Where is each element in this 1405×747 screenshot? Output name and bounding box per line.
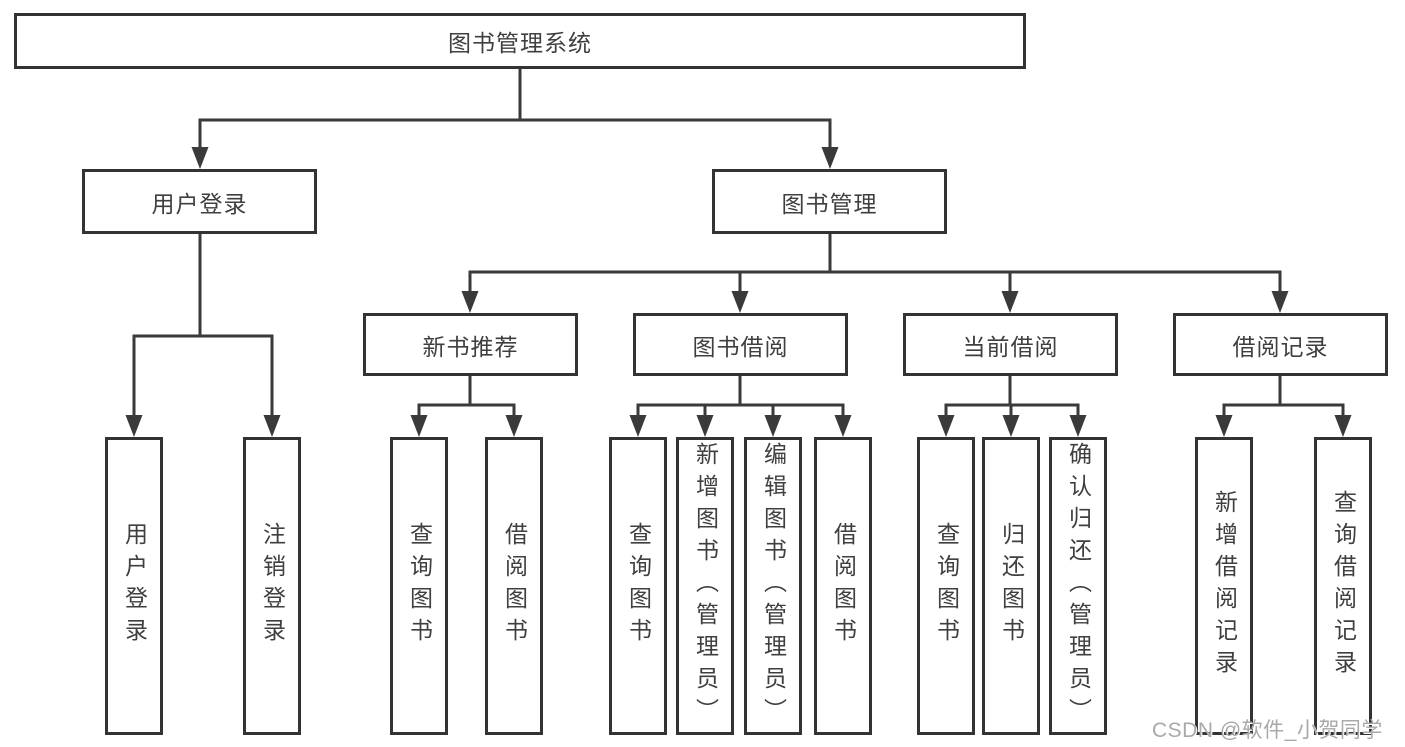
arrowhead-icon	[1271, 291, 1289, 313]
node-library-management-system: 图书管理系统	[14, 13, 1026, 69]
leaf-borrow-books: 借阅图书	[814, 437, 872, 735]
node-label: 归还图书	[998, 522, 1025, 650]
leaf-user-login: 用户登录	[105, 437, 163, 735]
node-label: 新增图书（管理员）	[692, 442, 719, 730]
node-current-borrowing: 当前借阅	[903, 313, 1118, 376]
connector	[191, 64, 839, 169]
node-label: 确认归还（管理员）	[1065, 442, 1092, 730]
connector	[1215, 372, 1352, 437]
arrowhead-icon	[191, 147, 209, 169]
connector	[125, 230, 281, 437]
node-label: 查询图书	[625, 522, 652, 650]
arrowhead-icon	[696, 415, 714, 437]
arrowhead-icon	[731, 291, 749, 313]
arrowhead-icon	[834, 415, 852, 437]
node-label: 查询图书	[933, 522, 960, 650]
node-book-borrowing: 图书借阅	[633, 313, 848, 376]
node-label: 当前借阅	[962, 333, 1059, 360]
connector	[410, 372, 523, 437]
arrowhead-icon	[1215, 415, 1233, 437]
leaf-query-books-recommend: 查询图书	[390, 437, 448, 735]
arrowhead-icon	[461, 291, 479, 313]
connector	[461, 230, 1289, 313]
node-label: 借阅图书	[501, 522, 528, 650]
leaf-add-books-admin: 新增图书（管理员）	[676, 437, 734, 735]
node-label: 用户登录	[121, 522, 148, 650]
leaf-return-books: 归还图书	[982, 437, 1040, 735]
arrowhead-icon	[764, 415, 782, 437]
node-label: 图书管理	[781, 190, 878, 217]
node-label: 图书借阅	[692, 333, 789, 360]
leaf-edit-books-admin: 编辑图书（管理员）	[744, 437, 802, 735]
node-new-book-recommendation: 新书推荐	[363, 313, 578, 376]
watermark: CSDN @软件_小贺同学	[1152, 719, 1383, 742]
node-label: 新书推荐	[422, 333, 519, 360]
arrowhead-icon	[937, 415, 955, 437]
node-user-login: 用户登录	[82, 169, 317, 234]
leaf-add-borrow-record: 新增借阅记录	[1195, 437, 1253, 735]
node-label: 图书管理系统	[448, 30, 592, 56]
arrowhead-icon	[1069, 415, 1087, 437]
node-label: 借阅记录	[1232, 333, 1329, 360]
node-label: 编辑图书（管理员）	[760, 442, 787, 730]
leaf-confirm-return-admin: 确认归还（管理员）	[1049, 437, 1107, 735]
arrowhead-icon	[125, 415, 143, 437]
node-label: 新增借阅记录	[1211, 490, 1238, 682]
node-label: 查询图书	[406, 522, 433, 650]
arrowhead-icon	[1002, 415, 1020, 437]
node-label: 注销登录	[259, 522, 286, 650]
node-label: 借阅图书	[830, 522, 857, 650]
connector	[629, 372, 852, 437]
leaf-query-books-current: 查询图书	[917, 437, 975, 735]
node-label: 用户登录	[151, 190, 248, 217]
leaf-query-borrow-record: 查询借阅记录	[1314, 437, 1372, 735]
node-book-management: 图书管理	[712, 169, 947, 234]
leaf-logout: 注销登录	[243, 437, 301, 735]
leaf-borrow-books-recommend: 借阅图书	[485, 437, 543, 735]
arrowhead-icon	[263, 415, 281, 437]
arrowhead-icon	[629, 415, 647, 437]
arrowhead-icon	[505, 415, 523, 437]
connector	[937, 372, 1087, 437]
arrowhead-icon	[1001, 291, 1019, 313]
arrowhead-icon	[410, 415, 428, 437]
node-label: 查询借阅记录	[1330, 490, 1357, 682]
node-borrowing-records: 借阅记录	[1173, 313, 1388, 376]
arrowhead-icon	[821, 147, 839, 169]
leaf-query-books-borrowing: 查询图书	[609, 437, 667, 735]
arrowhead-icon	[1334, 415, 1352, 437]
